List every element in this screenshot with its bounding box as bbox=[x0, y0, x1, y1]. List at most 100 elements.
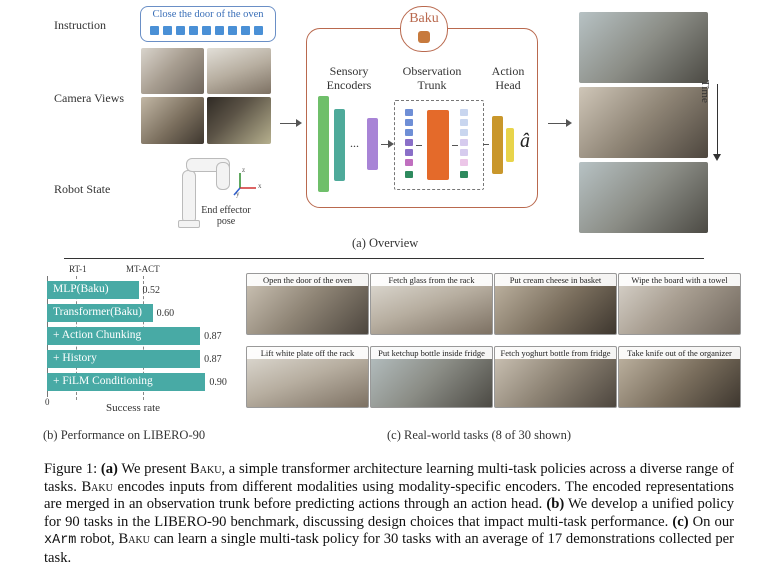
caption-text: On our bbox=[692, 513, 734, 530]
token bbox=[460, 149, 468, 156]
camera-views-row-label: Camera Views bbox=[54, 91, 125, 105]
caption-a-tag: (a) bbox=[100, 461, 118, 477]
axis-z-label: z bbox=[242, 166, 246, 174]
performance-bar-label: + FiLM Conditioning bbox=[53, 375, 153, 387]
sensory-encoders-label: Sensory Encoders bbox=[326, 64, 372, 92]
token bbox=[405, 159, 413, 166]
arrow-head bbox=[388, 140, 394, 148]
x-axis-label: Success rate bbox=[106, 402, 161, 414]
performance-bar-label: + History bbox=[53, 352, 97, 364]
instruction-token bbox=[176, 26, 185, 35]
performance-bar-label: + Action Chunking bbox=[53, 329, 142, 341]
task-label: Open the door of the oven bbox=[247, 274, 368, 286]
output-arrow bbox=[548, 123, 568, 124]
baku-logo-icon bbox=[418, 31, 430, 43]
token bbox=[405, 149, 413, 156]
input-arrow-head bbox=[296, 119, 302, 127]
action-symbol: â bbox=[520, 130, 530, 152]
camera-view-image bbox=[207, 48, 271, 94]
performance-bar-label: MLP(Baku) bbox=[53, 283, 109, 295]
rollout-frame-image bbox=[579, 87, 708, 158]
task-label: Fetch yoghurt bottle from fridge bbox=[495, 347, 616, 359]
performance-bar: + Action Chunking bbox=[47, 327, 201, 345]
caption-text: can learn a single multi-task policy for… bbox=[44, 531, 735, 566]
task-label: Put ketchup bottle inside fridge bbox=[371, 347, 492, 359]
time-arrow-head bbox=[713, 154, 721, 161]
task-tile: Fetch glass from the rack bbox=[370, 273, 493, 335]
action-head-block bbox=[506, 128, 514, 162]
camera-view-image bbox=[207, 97, 271, 144]
instruction-token bbox=[150, 26, 159, 35]
camera-view-image bbox=[141, 48, 204, 94]
overview-caption: (a) Overview bbox=[352, 236, 419, 250]
task-label: Lift white plate off the rack bbox=[247, 347, 368, 359]
token bbox=[460, 139, 468, 146]
performance-bar-value: 0.87 bbox=[204, 331, 222, 342]
caption-text: robot, bbox=[80, 531, 115, 547]
axis-gizmo-icon bbox=[233, 173, 256, 196]
encoder-block bbox=[367, 118, 378, 170]
axis-y-label: y bbox=[236, 190, 240, 198]
token bbox=[460, 129, 468, 136]
transformer-block bbox=[427, 110, 449, 180]
task-tile: Fetch yoghurt bottle from fridge bbox=[494, 346, 617, 408]
caption-text: We develop a unified policy for 90 tasks… bbox=[44, 496, 734, 530]
xarm-name: xArm bbox=[44, 533, 77, 548]
instruction-token bbox=[228, 26, 237, 35]
performance-bar-value: 0.87 bbox=[204, 354, 222, 365]
arrow bbox=[416, 145, 422, 146]
time-arrow bbox=[717, 84, 718, 156]
task-tile: Wipe the board with a towel bbox=[618, 273, 741, 335]
instruction-token bbox=[254, 26, 263, 35]
performance-bar: + History bbox=[47, 350, 201, 368]
action-head-label: Action Head bbox=[491, 64, 525, 92]
token bbox=[405, 171, 413, 178]
arrow bbox=[483, 144, 489, 145]
token bbox=[405, 139, 413, 146]
instruction-text: Close the door of the oven bbox=[152, 9, 264, 20]
caption-text: , a simple transformer architecture lear… bbox=[44, 461, 734, 495]
rollout-frame-image bbox=[579, 162, 708, 233]
instruction-token bbox=[241, 26, 250, 35]
figure-label: Figure 1: bbox=[44, 461, 98, 477]
task-label: Take knife out of the organizer bbox=[619, 347, 740, 359]
end-effector-label: End effector pose bbox=[201, 205, 251, 227]
section-divider bbox=[64, 258, 704, 259]
token bbox=[460, 109, 468, 116]
instruction-token bbox=[202, 26, 211, 35]
caption-text: We present bbox=[121, 461, 187, 477]
token bbox=[405, 109, 413, 116]
performance-bar-value: 0.90 bbox=[209, 377, 227, 388]
action-head-block bbox=[492, 116, 503, 174]
rt1-reference-label: RT-1 bbox=[69, 264, 87, 274]
task-label: Wipe the board with a towel bbox=[619, 274, 740, 286]
realworld-caption: (c) Real-world tasks (8 of 30 shown) bbox=[387, 428, 571, 442]
baku-name: Baku bbox=[118, 531, 150, 547]
arrow bbox=[381, 144, 389, 145]
axis-x-label: x bbox=[258, 182, 262, 190]
rollout-frame-image bbox=[579, 12, 708, 83]
instruction-token bbox=[163, 26, 172, 35]
camera-view-image bbox=[141, 97, 204, 144]
instruction-row-label: Instruction bbox=[54, 18, 106, 32]
baku-name: Baku bbox=[190, 461, 222, 477]
performance-bar-value: 0.52 bbox=[142, 285, 161, 296]
performance-bar: + FiLM Conditioning bbox=[47, 373, 206, 391]
time-label: Time bbox=[699, 80, 711, 103]
task-tile: Take knife out of the organizer bbox=[618, 346, 741, 408]
robot-state-row-label: Robot State bbox=[54, 182, 111, 196]
ellipsis-label: ... bbox=[350, 136, 359, 150]
instruction-box: Close the door of the oven bbox=[140, 6, 276, 42]
task-tile: Open the door of the oven bbox=[246, 273, 369, 335]
baku-badge: Baku bbox=[400, 6, 448, 52]
performance-bar: Transformer(Baku) bbox=[47, 304, 153, 322]
encoder-block bbox=[334, 109, 345, 181]
token bbox=[405, 129, 413, 136]
task-label: Put cream cheese in basket bbox=[495, 274, 616, 286]
performance-bar-value: 0.60 bbox=[156, 308, 175, 319]
task-tile: Lift white plate off the rack bbox=[246, 346, 369, 408]
encoder-block bbox=[318, 96, 329, 192]
arrow bbox=[452, 145, 458, 146]
token bbox=[460, 119, 468, 126]
output-arrow-head bbox=[566, 119, 572, 127]
